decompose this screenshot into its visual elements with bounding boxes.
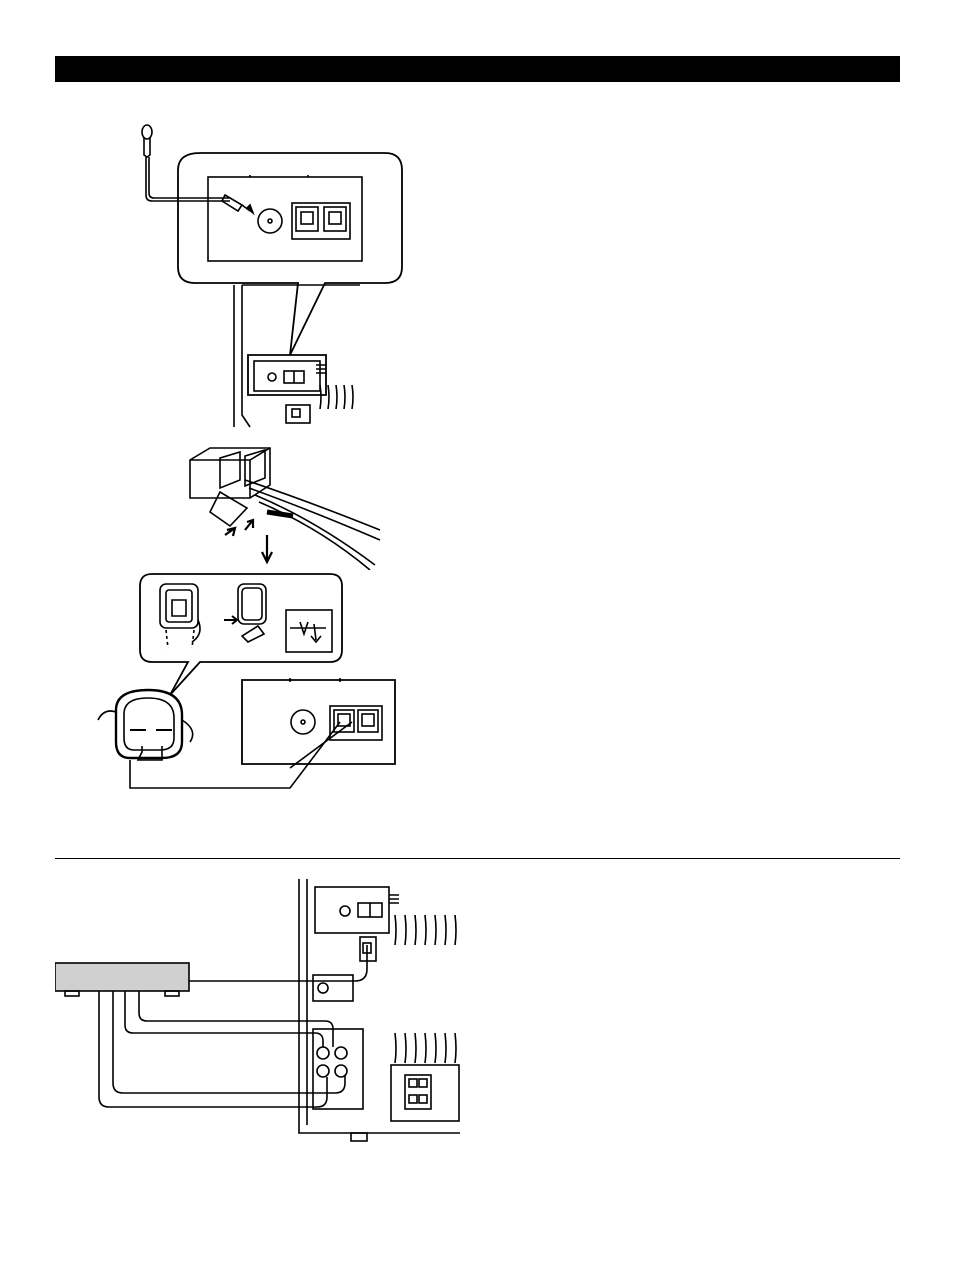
am-loop-antenna-figure: [90, 570, 400, 795]
section-divider: [55, 858, 900, 859]
speaker-clip-terminal-figure: [185, 440, 385, 570]
am-loop-antenna-icon: [90, 570, 400, 795]
section-header-bar: [55, 56, 900, 82]
push-terminal-icon: [185, 440, 385, 570]
fm-antenna-connection-figure: [130, 115, 410, 435]
fm-wire-antenna-icon: [130, 115, 410, 435]
external-component-box-icon: [55, 875, 460, 1145]
external-component-connection-figure: [55, 875, 460, 1145]
